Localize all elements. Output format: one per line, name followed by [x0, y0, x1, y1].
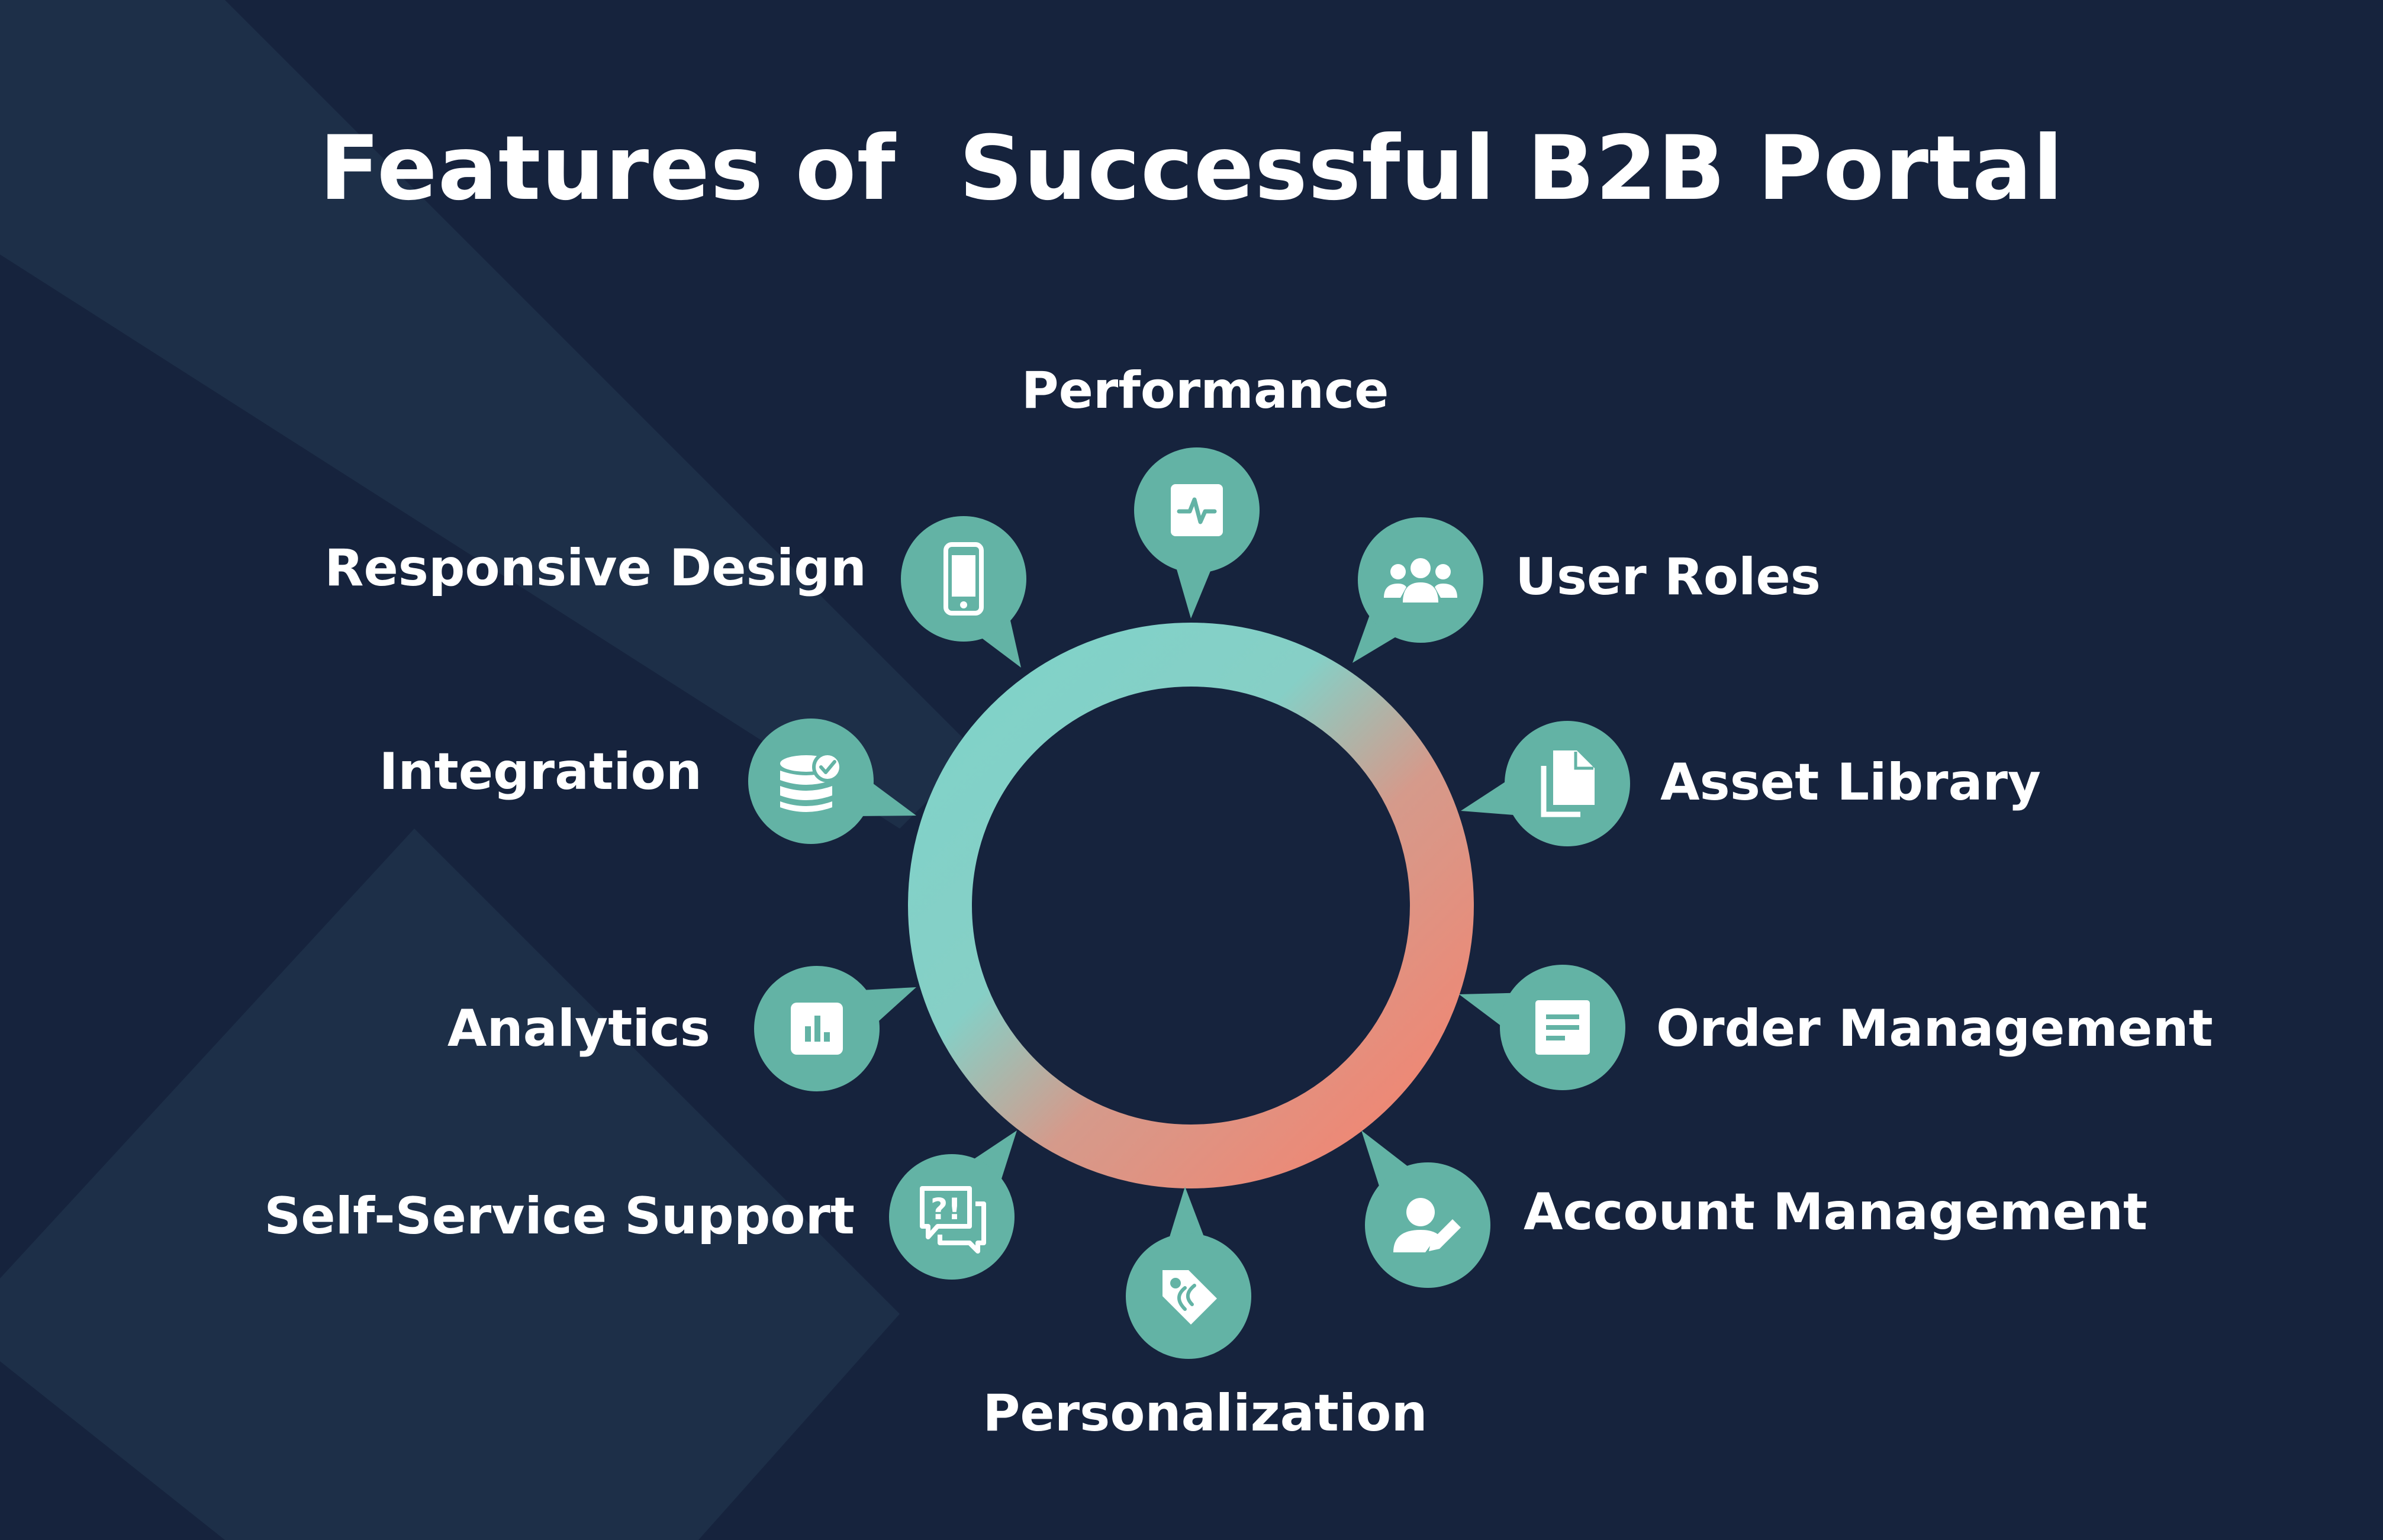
tag-icon [1162, 1270, 1217, 1325]
order-form-icon [1535, 1000, 1590, 1055]
smartphone-icon [943, 542, 984, 616]
chat-question-icon: ?! [920, 1186, 986, 1254]
svg-text:?!: ?! [930, 1192, 961, 1226]
feature-node [1459, 965, 1625, 1090]
database-check-icon [780, 752, 843, 812]
feature-label: Account Management [1524, 1183, 2148, 1242]
feature-node [754, 966, 916, 1091]
bar-chart-icon [791, 1003, 843, 1055]
feature-label: Personalization [983, 1384, 1428, 1443]
central-ring [908, 623, 1474, 1188]
feature-node [1361, 1130, 1490, 1288]
feature-label: Asset Library [1660, 753, 2041, 812]
pulse-icon [1171, 484, 1223, 536]
feature-node [1352, 517, 1483, 663]
bubble-pointer [1174, 560, 1215, 618]
documents-icon [1541, 750, 1595, 817]
feature-label: User Roles [1515, 547, 1821, 607]
feature-node: ?! [889, 1130, 1017, 1280]
user-edit-icon [1393, 1198, 1461, 1252]
feature-label: Responsive Design [324, 539, 867, 598]
feature-label: Analytics [447, 999, 710, 1058]
feature-label: Integration [379, 742, 702, 801]
feature-label: Self-Service Support [264, 1187, 855, 1246]
feature-node [748, 719, 916, 844]
feature-node [1134, 447, 1260, 618]
background-diagonal-band-upper [0, 0, 977, 829]
feature-node [1126, 1187, 1251, 1359]
page-title: Features of Successful B2B Portal [319, 117, 2064, 220]
feature-bubble [1365, 1162, 1490, 1288]
feature-bubble [1358, 517, 1483, 643]
bubble-pointer [1167, 1187, 1207, 1246]
bubble-pointer [974, 610, 1021, 668]
users-icon [1384, 558, 1457, 603]
feature-label: Order Management [1656, 999, 2213, 1058]
feature-node [1461, 721, 1630, 846]
bubble-pointer [1352, 606, 1404, 663]
feature-bubble [889, 1154, 1015, 1280]
feature-label: Performance [1021, 361, 1389, 420]
background-diagonal-band-lower [0, 829, 900, 1540]
bubble-pointer [966, 1130, 1017, 1188]
feature-node [901, 516, 1026, 668]
